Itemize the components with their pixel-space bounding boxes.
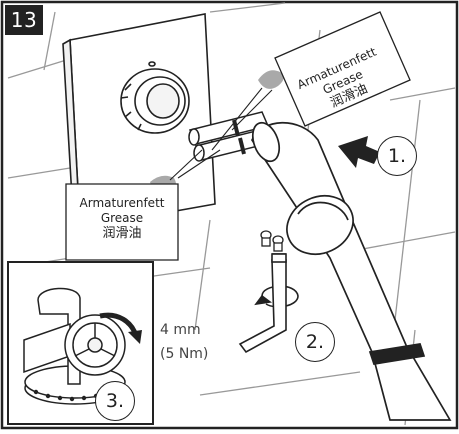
hex-key-tool bbox=[238, 253, 287, 354]
bath-spout bbox=[251, 121, 452, 421]
label-cards bbox=[65, 11, 411, 261]
grease-label-chinese: 润滑油 bbox=[102, 226, 142, 241]
inset-detail-box bbox=[7, 261, 154, 425]
grease-label-english: Grease bbox=[100, 211, 144, 225]
grub-screws bbox=[260, 230, 284, 252]
thermostat-knob bbox=[120, 61, 190, 134]
hex-key-size: 4 mm bbox=[160, 322, 201, 338]
callout-step-1: 1. bbox=[377, 136, 417, 176]
callout-step-2: 2. bbox=[295, 322, 335, 362]
grease-label-german: Armaturenfett bbox=[79, 196, 165, 210]
callout-step-3: 3. bbox=[95, 381, 135, 421]
push-direction-arrow bbox=[338, 136, 380, 168]
torque-value: (5 Nm) bbox=[160, 346, 209, 362]
grease-label-left: Armaturenfett Grease 润滑油 bbox=[66, 196, 178, 241]
step-number-badge: 13 bbox=[5, 5, 43, 35]
tool-spec: 4 mm (5 Nm) bbox=[160, 318, 208, 366]
